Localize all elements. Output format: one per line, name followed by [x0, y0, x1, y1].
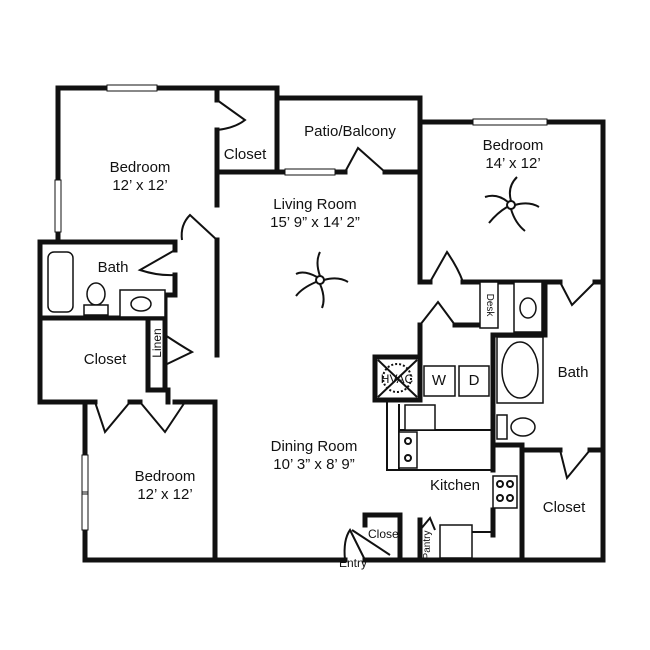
room-label-closet-entry: Closet — [367, 527, 403, 541]
room-label-entry: Entry — [338, 556, 368, 570]
toilet-icon — [86, 282, 106, 306]
window-icon — [472, 118, 548, 126]
room-label-closet-nw: Closet — [223, 146, 267, 163]
door-swing-icon — [351, 529, 391, 556]
ceiling-fans — [295, 176, 540, 309]
door-swing-icon — [164, 334, 195, 366]
dryer-label: D — [468, 372, 480, 389]
window-icon — [284, 168, 336, 176]
washer-label: W — [431, 372, 447, 389]
room-label-closet-w: Closet — [83, 351, 127, 368]
window-icon — [54, 179, 62, 233]
sink-icon — [519, 297, 537, 319]
windows — [54, 84, 548, 531]
room-label-desk: Desk — [484, 293, 495, 317]
stove-icon — [492, 475, 518, 509]
door-swing-icon — [419, 516, 436, 531]
sink-icon — [130, 296, 152, 312]
ceiling-fan-icon — [484, 176, 540, 232]
walls — [37, 85, 606, 563]
window-icon — [81, 491, 89, 495]
door-swing-icon — [343, 528, 366, 561]
room-label-pantry: Pantry — [422, 530, 433, 560]
fixtures — [47, 251, 544, 559]
door-swing-icon — [216, 99, 247, 131]
window-icon — [106, 84, 158, 92]
door-swing-icon — [559, 449, 591, 481]
door-swing-icon — [137, 249, 176, 277]
bathtub-icon — [501, 341, 539, 399]
hvac-label: HVAC — [380, 372, 414, 386]
bathtub-icon — [47, 251, 74, 313]
room-label-kitchen: Kitchen — [429, 477, 481, 494]
doors — [94, 99, 596, 561]
door-swing-icon — [139, 401, 186, 434]
door-swing-icon — [429, 250, 464, 283]
door-swing-icon — [94, 401, 131, 435]
ceiling-fan-icon — [295, 251, 349, 309]
room-label-bath-e: Bath — [557, 364, 589, 381]
door-swing-icon — [559, 281, 596, 307]
room-label-bath-w: Bath — [97, 259, 129, 276]
door-swing-icon — [180, 213, 218, 241]
room-label-linen: Linen — [150, 328, 164, 358]
room-label-closet-se: Closet — [542, 499, 586, 516]
door-swing-icon — [344, 146, 386, 173]
toilet-icon — [510, 417, 536, 437]
room-label-patio: Patio/Balcony — [304, 123, 396, 140]
hvac-icon — [377, 359, 418, 398]
door-swing-icon — [419, 300, 456, 326]
